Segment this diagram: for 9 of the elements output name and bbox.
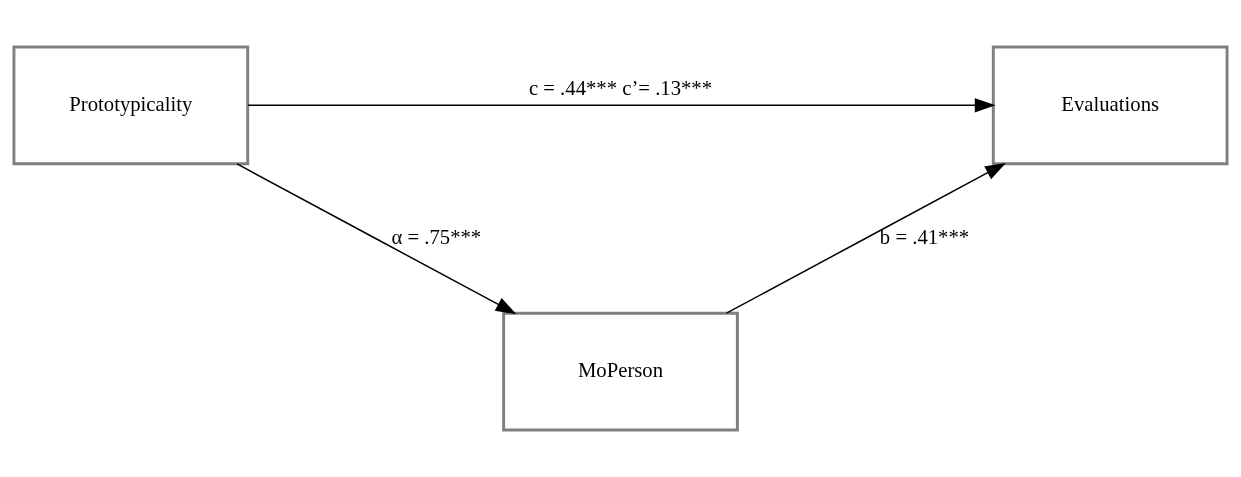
edge-label: c = .44*** c’= .13***: [528, 77, 713, 100]
edge-label: α = .75***: [391, 225, 482, 248]
arrow: [725, 162, 1006, 314]
edge-label: b = .41***: [879, 225, 970, 248]
arrow: [247, 98, 996, 113]
node-box: MoPerson: [502, 311, 739, 432]
node-box: Evaluations: [991, 45, 1229, 166]
arrow: [236, 163, 517, 315]
node-box: Prototypicality: [12, 45, 250, 166]
